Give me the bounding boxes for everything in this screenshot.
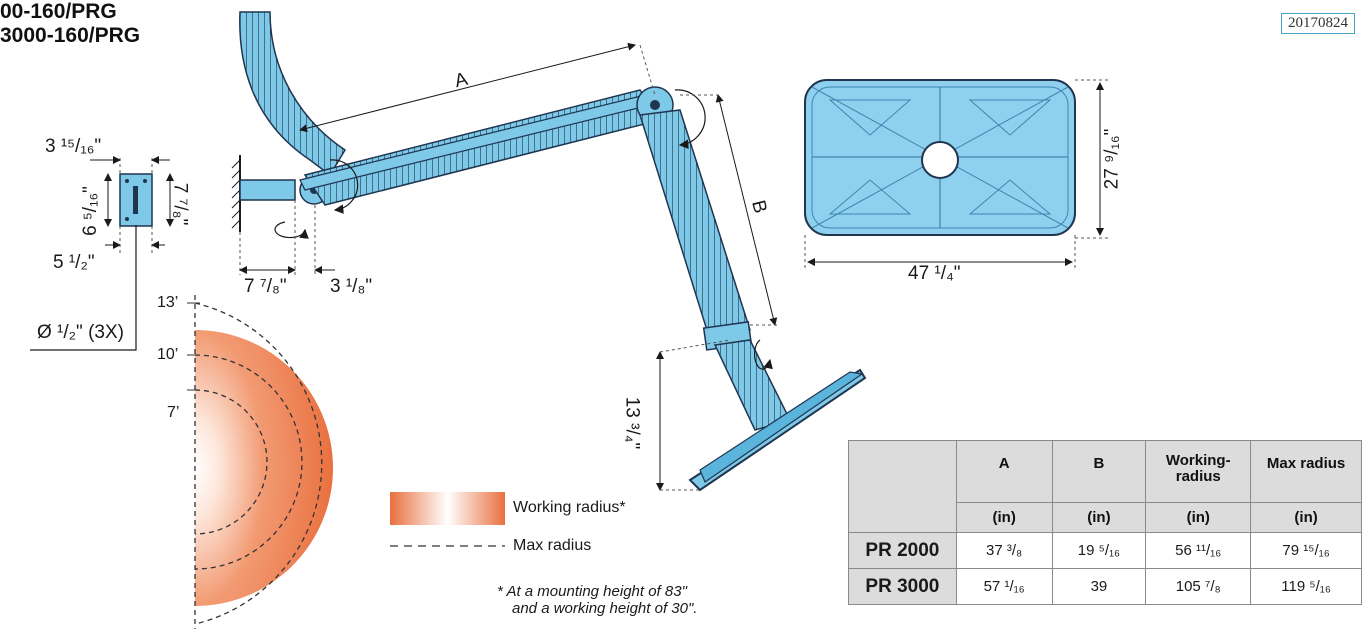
dim-arm-offset-2: 3 ¹/₈" xyxy=(330,276,373,297)
row-label-pr3000: PR 3000 xyxy=(848,568,957,605)
title-line-2: 3000-160/PRG xyxy=(0,24,141,47)
table-row: PR 3000 57 ¹/₁₆ 39 105 ⁷/₈ 119 ⁵/₁₆ xyxy=(848,568,1362,605)
extraction-arm-drawing xyxy=(231,11,867,492)
table-unit-b: (in) xyxy=(1051,502,1147,533)
dim-hood-drop: 13 ³/₄" xyxy=(621,396,643,450)
table-header-a: A xyxy=(955,440,1053,503)
table-header-max-radius: Max radius xyxy=(1250,440,1362,503)
table-cell: 79 ¹⁵/₁₆ xyxy=(1250,532,1362,569)
table-cell: 39 xyxy=(1051,568,1147,605)
dim-plate-width: 3 ¹⁵/₁₆" xyxy=(45,136,102,157)
table-row: PR 2000 37 ³/₈ 19 ⁵/₁₆ 56 ¹¹/₁₆ 79 ¹⁵/₁₆ xyxy=(848,532,1362,569)
working-radius-diagram xyxy=(187,295,333,629)
table-cell: 57 ¹/₁₆ xyxy=(955,568,1053,605)
table-cell: 105 ⁷/₈ xyxy=(1145,568,1252,605)
wall-plate-drawing xyxy=(30,156,174,351)
table-cell: 37 ³/₈ xyxy=(955,532,1053,569)
table-cell: 119 ⁵/₁₆ xyxy=(1250,568,1362,605)
table-unit-max-radius: (in) xyxy=(1250,502,1362,533)
row-label-pr2000: PR 2000 xyxy=(848,532,957,569)
table-header-b: B xyxy=(1051,440,1147,503)
hood-top-view xyxy=(804,79,1108,268)
footnote-line-2: and a working height of 30". xyxy=(512,600,698,617)
table-cell: 19 ⁵/₁₆ xyxy=(1051,532,1147,569)
radius-scale-13: 13’ xyxy=(157,294,179,311)
dim-plate-depth: 7 ⁷/₈" xyxy=(169,182,191,226)
legend-working-radius: Working radius* xyxy=(513,499,626,516)
footnote-line-1: * At a mounting height of 83" xyxy=(497,583,687,600)
table-unit-a: (in) xyxy=(955,502,1053,533)
radius-scale-7: 7’ xyxy=(167,404,180,421)
spec-table: A B Working-radius Max radius (in) (in) … xyxy=(848,440,1362,605)
dim-hole: Ø ¹/₂" (3X) xyxy=(37,322,124,343)
dim-hood-height: 27 ⁹/₁₆" xyxy=(1101,128,1123,190)
table-cell: 56 ¹¹/₁₆ xyxy=(1145,532,1252,569)
dim-plate-height: 6 ⁵/₁₆" xyxy=(79,186,101,236)
legend-max-radius: Max radius xyxy=(513,537,592,554)
title-line-1: 00-160/PRG xyxy=(0,0,117,23)
dim-hood-width: 47 ¹/₄" xyxy=(908,263,961,284)
dim-arm-offset-1: 7 ⁷/₈" xyxy=(244,276,287,297)
table-unit-working-radius: (in) xyxy=(1145,502,1252,533)
dim-plate-base: 5 ¹/₂" xyxy=(53,252,95,273)
table-corner xyxy=(848,440,957,533)
table-header-working-radius: Working-radius xyxy=(1145,440,1252,503)
radius-scale-10: 10’ xyxy=(157,346,179,363)
working-radius-swatch xyxy=(390,492,505,525)
document-id: 20170824 xyxy=(1281,13,1355,34)
